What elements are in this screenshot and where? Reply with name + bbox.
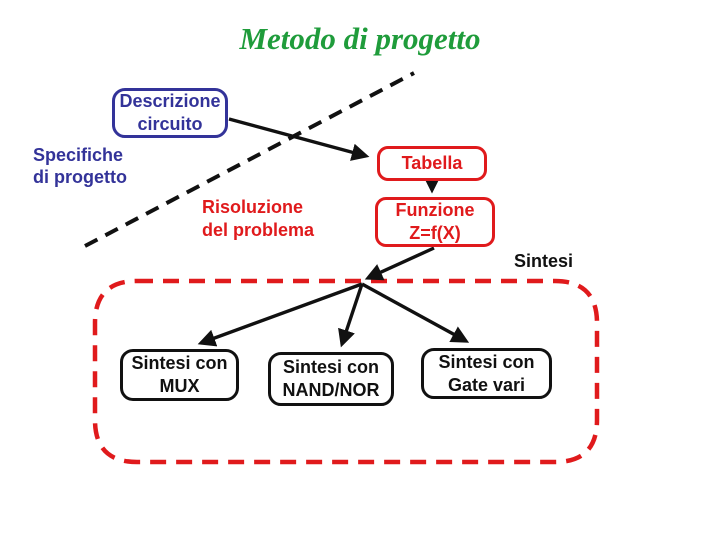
sintesi-label: Sintesi xyxy=(514,250,573,272)
gatevari-label-line2: Gate vari xyxy=(447,374,526,395)
risoluzione-label-line2: del problema xyxy=(202,220,315,240)
specifiche-label-line2: di progetto xyxy=(33,167,127,187)
descrizione-circuito-label-line1: Descrizione xyxy=(119,91,221,111)
tabella-label: Tabella xyxy=(401,153,463,173)
arrow-sintesi-to-mux xyxy=(197,282,363,347)
descrizione-circuito-label-line2: circuito xyxy=(137,114,203,134)
nandnor-label-line1: Sintesi con xyxy=(282,357,380,377)
sintesi-group-dashed-region xyxy=(92,278,600,465)
descrizione-circuito-box: Descrizione circuito xyxy=(112,88,228,138)
arrow-sintesi-to-nandnor xyxy=(338,283,364,348)
tabella-box: Tabella xyxy=(377,146,487,181)
funzione-box: Funzione Z=f(X) xyxy=(375,197,495,247)
arrow-descrizione-to-tabella xyxy=(228,117,370,161)
risoluzione-label-line1: Risoluzione xyxy=(202,197,304,217)
sintesi-con-gatevari-box: Sintesi con Gate vari xyxy=(421,348,552,399)
funzione-label-line1: Funzione xyxy=(395,200,475,220)
sintesi-con-nandnor-box: Sintesi con NAND/NOR xyxy=(268,352,394,406)
risoluzione-del-problema-label: Risoluzione del problema xyxy=(202,196,314,242)
arrow-sintesi-to-gatevari xyxy=(361,282,470,343)
slide-title: Metodo di progetto xyxy=(239,21,481,56)
funzione-label-line2: Z=f(X) xyxy=(409,223,461,243)
mux-label-line1: Sintesi con xyxy=(131,353,228,373)
specifiche-label-line1: Specifiche xyxy=(33,145,124,165)
arrow-funzione-to-sintesi-point xyxy=(364,246,435,281)
mux-label-line2: MUX xyxy=(159,376,200,396)
specifiche-di-progetto-label: Specifiche di progetto xyxy=(33,144,127,188)
dashed-divider-line xyxy=(84,71,415,248)
gatevari-label-line1: Sintesi con xyxy=(438,351,535,372)
sintesi-con-mux-box: Sintesi con MUX xyxy=(120,349,239,401)
nandnor-label-line2: NAND/NOR xyxy=(282,380,380,400)
sintesi-label-text: Sintesi xyxy=(514,251,574,271)
